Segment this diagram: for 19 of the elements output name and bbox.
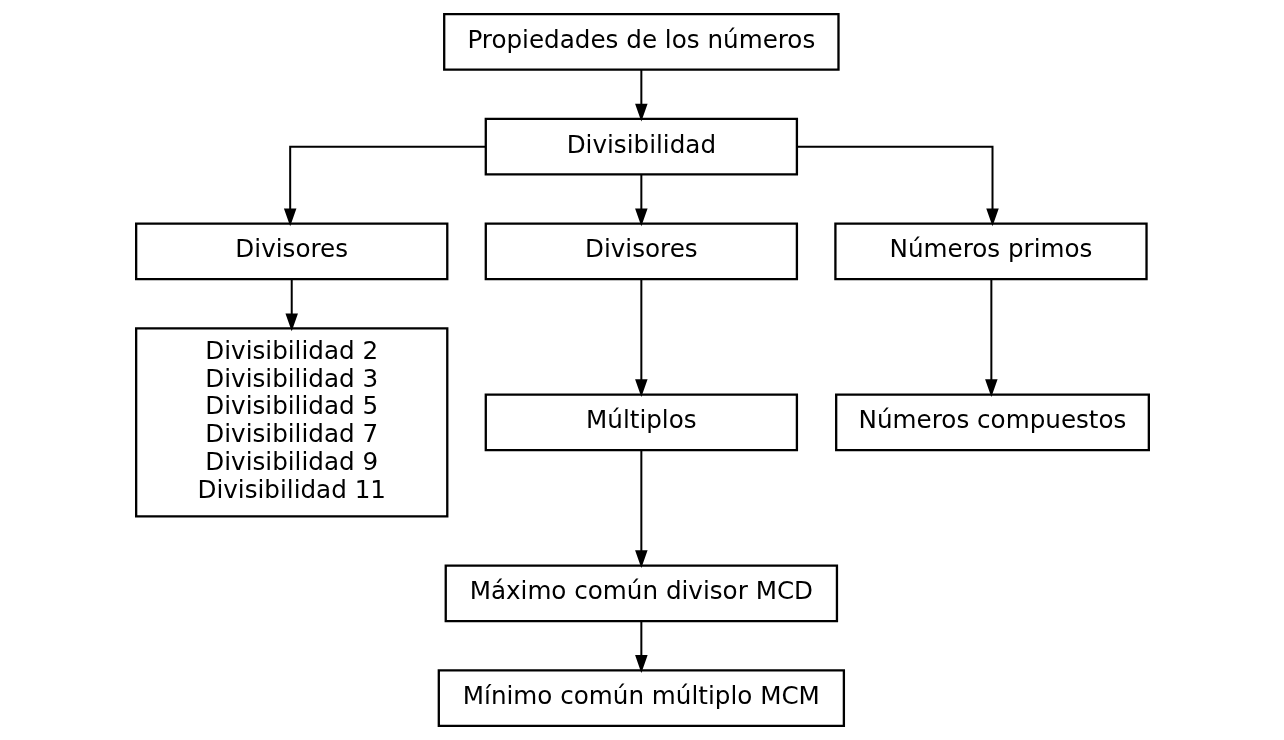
arrow [634,620,648,673]
arrow [634,69,648,122]
node-box: Divisibilidad 2 Divisibilidad 3 Divisibilidad 5 Divisibilidad 7 Divisibilidad 9 Divisibilidad 11 [134,327,448,518]
arrow [634,449,648,569]
node-box: Múltiplos [484,393,798,452]
arrow [634,278,648,398]
arrow [984,278,998,398]
node-box: Divisores [134,222,448,281]
node-box: Mínimo común múltiplo MCM [437,669,845,727]
node-box: Divisores [484,222,798,281]
node-box: Números primos [833,222,1148,281]
node-box: Divisibilidad [484,117,798,176]
node-box: Números compuestos [834,393,1150,452]
arrow [634,173,648,227]
arrow [283,145,486,227]
arrow [795,145,999,227]
node-box: Propiedades de los números [442,13,840,71]
arrow [284,278,298,332]
node-box: Máximo común divisor MCD [444,564,838,623]
